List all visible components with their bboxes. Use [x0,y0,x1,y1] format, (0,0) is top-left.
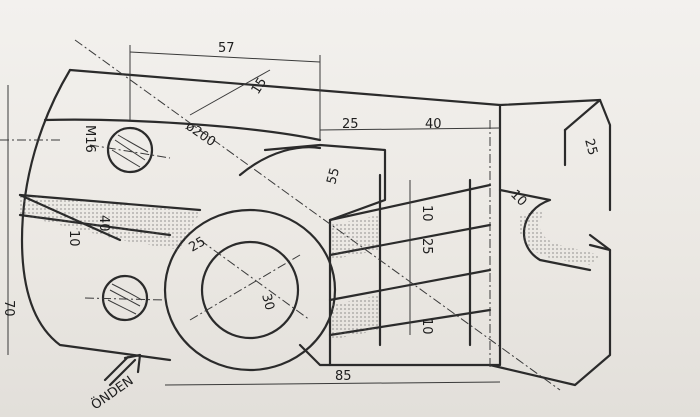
web [18,193,200,250]
dim-slot-10: 10 [507,187,529,209]
dim-step-40: 40 [425,117,442,132]
central-boss [163,143,387,372]
dim-corner-25: 25 [581,137,600,157]
center-lines [0,39,561,391]
dimension-labels: 57 15 ø200 M16 25 40 25 10 55 40 10 70 2… [1,41,600,384]
dim-diameter: ø200 [183,119,218,150]
dim-top-width: 57 [218,41,235,56]
dim-hole-30: 30 [258,292,277,312]
dim-base-85: 85 [335,369,352,384]
dim-rib-10b: 10 [419,318,434,335]
dim-block-55: 55 [324,166,343,186]
dim-rib-25: 25 [419,238,434,255]
dim-angle-15: 15 [249,75,270,97]
dim-height-70: 70 [1,300,16,317]
dimension-lines [7,45,501,386]
dim-step-25: 25 [342,117,359,132]
dim-thread: M16 [82,125,97,153]
view-direction-arrow: ÖNDEN [88,353,142,413]
dim-side-10: 10 [66,230,81,247]
dim-rib-10a: 10 [419,205,434,222]
dim-side-40: 40 [96,215,111,232]
threaded-holes [84,126,171,322]
slot-lug [498,188,612,272]
dim-hole-25: 25 [187,234,209,255]
view-label: ÖNDEN [88,372,137,413]
